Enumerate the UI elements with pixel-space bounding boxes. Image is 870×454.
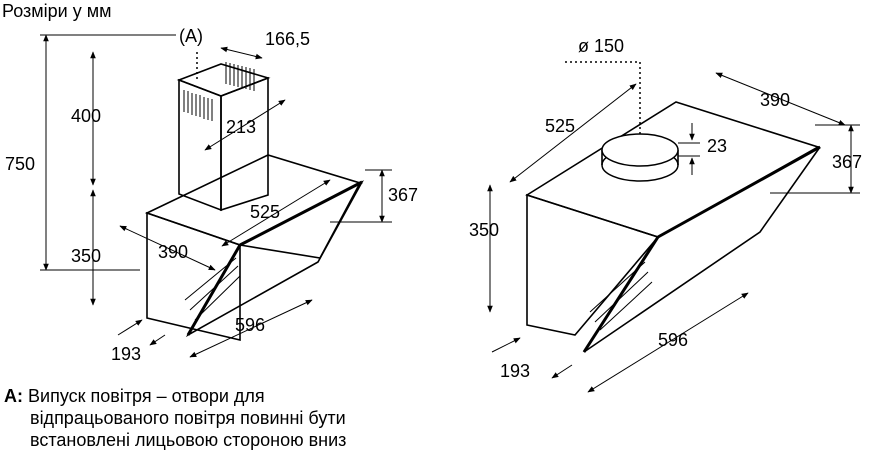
outlet-diameter-label: ø 150 <box>578 36 624 56</box>
footnote-line-2: відпрацьованого повітря повинні бути <box>30 408 346 428</box>
bottom-depth-label: 193 <box>111 344 141 364</box>
left-view-dimensions <box>40 34 392 358</box>
right-body-height-label: 350 <box>469 220 499 240</box>
footnote-line-3: встановлені лицьовою стороною вниз <box>30 430 347 450</box>
chimney-width-label: 166,5 <box>265 29 310 49</box>
collar-height-label: 23 <box>707 136 727 156</box>
footnote-line-1: A: Випуск повітря – отвори для <box>4 385 346 407</box>
right-bottom-depth-label: 193 <box>500 361 530 381</box>
width-label: 596 <box>235 315 265 335</box>
glass-height-label: 367 <box>388 185 418 205</box>
top-depth-label: 525 <box>545 116 575 136</box>
right-glass-height-label: 367 <box>832 152 862 172</box>
left-view-hood <box>144 52 364 342</box>
body-height-label: 350 <box>71 246 101 266</box>
right-view-dimensions <box>487 72 860 393</box>
right-view-labels: ø 150 525 390 23 367 350 596 193 <box>469 36 862 381</box>
body-depth-top-label: 525 <box>250 202 280 222</box>
footnote-text-1: Випуск повітря – отвори для <box>28 386 265 406</box>
footnote-key: A: <box>4 386 23 406</box>
chimney-depth-label: 213 <box>226 117 256 137</box>
left-view-labels: (A) 166,5 213 400 750 350 525 390 367 59… <box>5 26 418 364</box>
chimney-height-label: 400 <box>71 106 101 126</box>
depth-label: 390 <box>760 90 790 110</box>
body-depth-label: 390 <box>158 242 188 262</box>
right-width-label: 596 <box>658 330 688 350</box>
footnote: A: Випуск повітря – отвори для відпрацьо… <box>4 385 346 451</box>
total-height-label: 750 <box>5 154 35 174</box>
units-caption: Розміри у мм <box>2 1 111 21</box>
outlet-marker-label: (A) <box>179 26 203 46</box>
right-outlet-collar <box>601 133 679 182</box>
